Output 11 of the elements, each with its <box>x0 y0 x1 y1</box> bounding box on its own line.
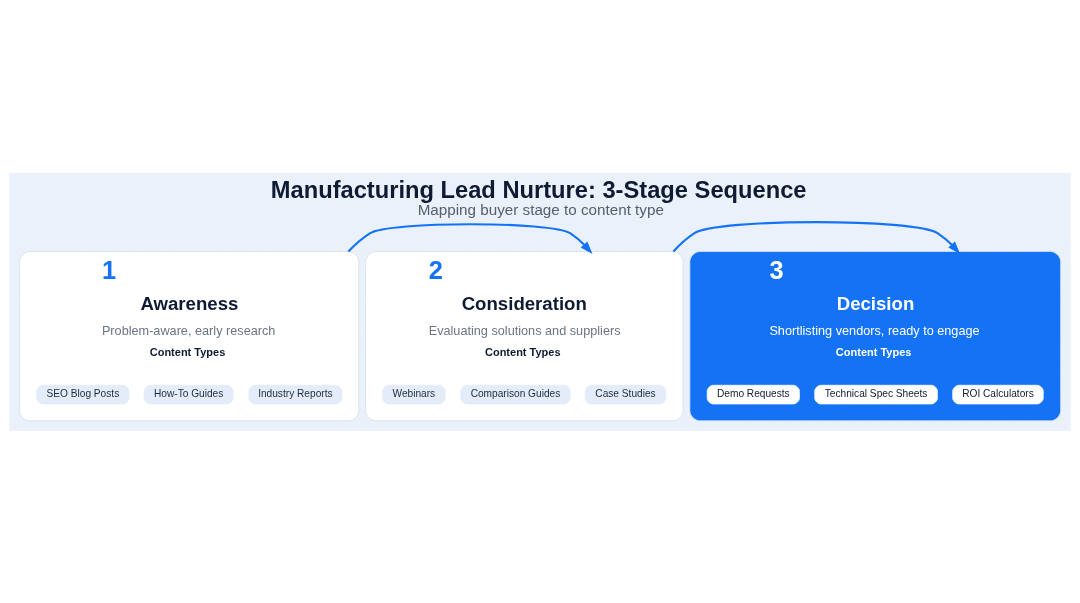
node-box: Technical Spec Sheets <box>814 384 938 404</box>
node-box: How-To Guides <box>143 384 234 404</box>
node-box: SEO Blog Posts <box>36 384 130 404</box>
node-box: Demo Requests <box>706 384 800 404</box>
arrow <box>672 220 961 254</box>
node-box: Case Studies <box>584 384 667 404</box>
node-box: Comparison Guides <box>460 384 571 404</box>
node-box: Webinars <box>382 384 446 404</box>
node-box: ROI Calculators <box>952 384 1044 404</box>
node-box: Industry Reports <box>248 384 343 404</box>
arrow <box>347 222 593 254</box>
